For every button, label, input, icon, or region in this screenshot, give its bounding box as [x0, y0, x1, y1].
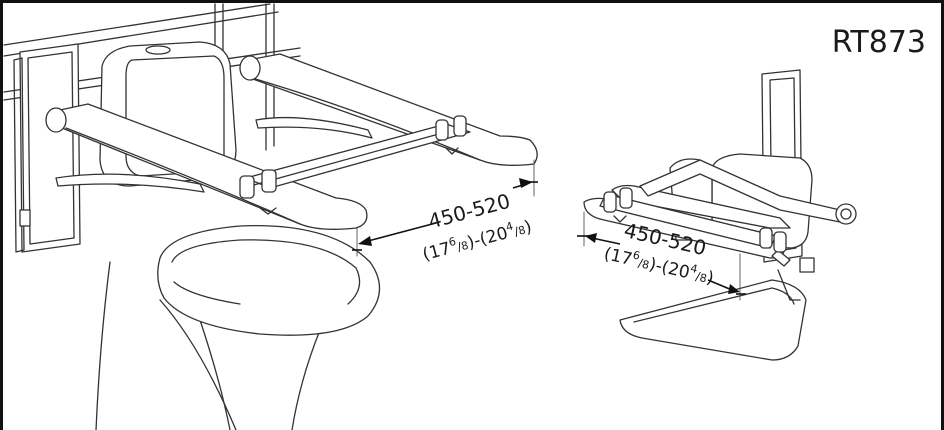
crossbar	[239, 115, 471, 215]
left-dimension-text: 450-520 (176/8)-(204/8)	[421, 189, 534, 266]
toilet-illustration	[3, 3, 538, 430]
back-support-arm	[239, 53, 538, 166]
right-dimension-imperial: (176/8)-(204/8)	[602, 242, 716, 289]
wall-mount-plate	[13, 43, 81, 253]
left-dimension-line	[352, 159, 538, 257]
model-code-label: RT873	[832, 25, 926, 60]
right-dimension-line	[577, 211, 746, 301]
front-support-arm	[45, 103, 368, 230]
seat-crossbar	[599, 187, 787, 253]
shower-seat-illustration	[583, 69, 857, 361]
seat-pan	[619, 269, 807, 361]
toilet-bowl	[95, 224, 381, 430]
